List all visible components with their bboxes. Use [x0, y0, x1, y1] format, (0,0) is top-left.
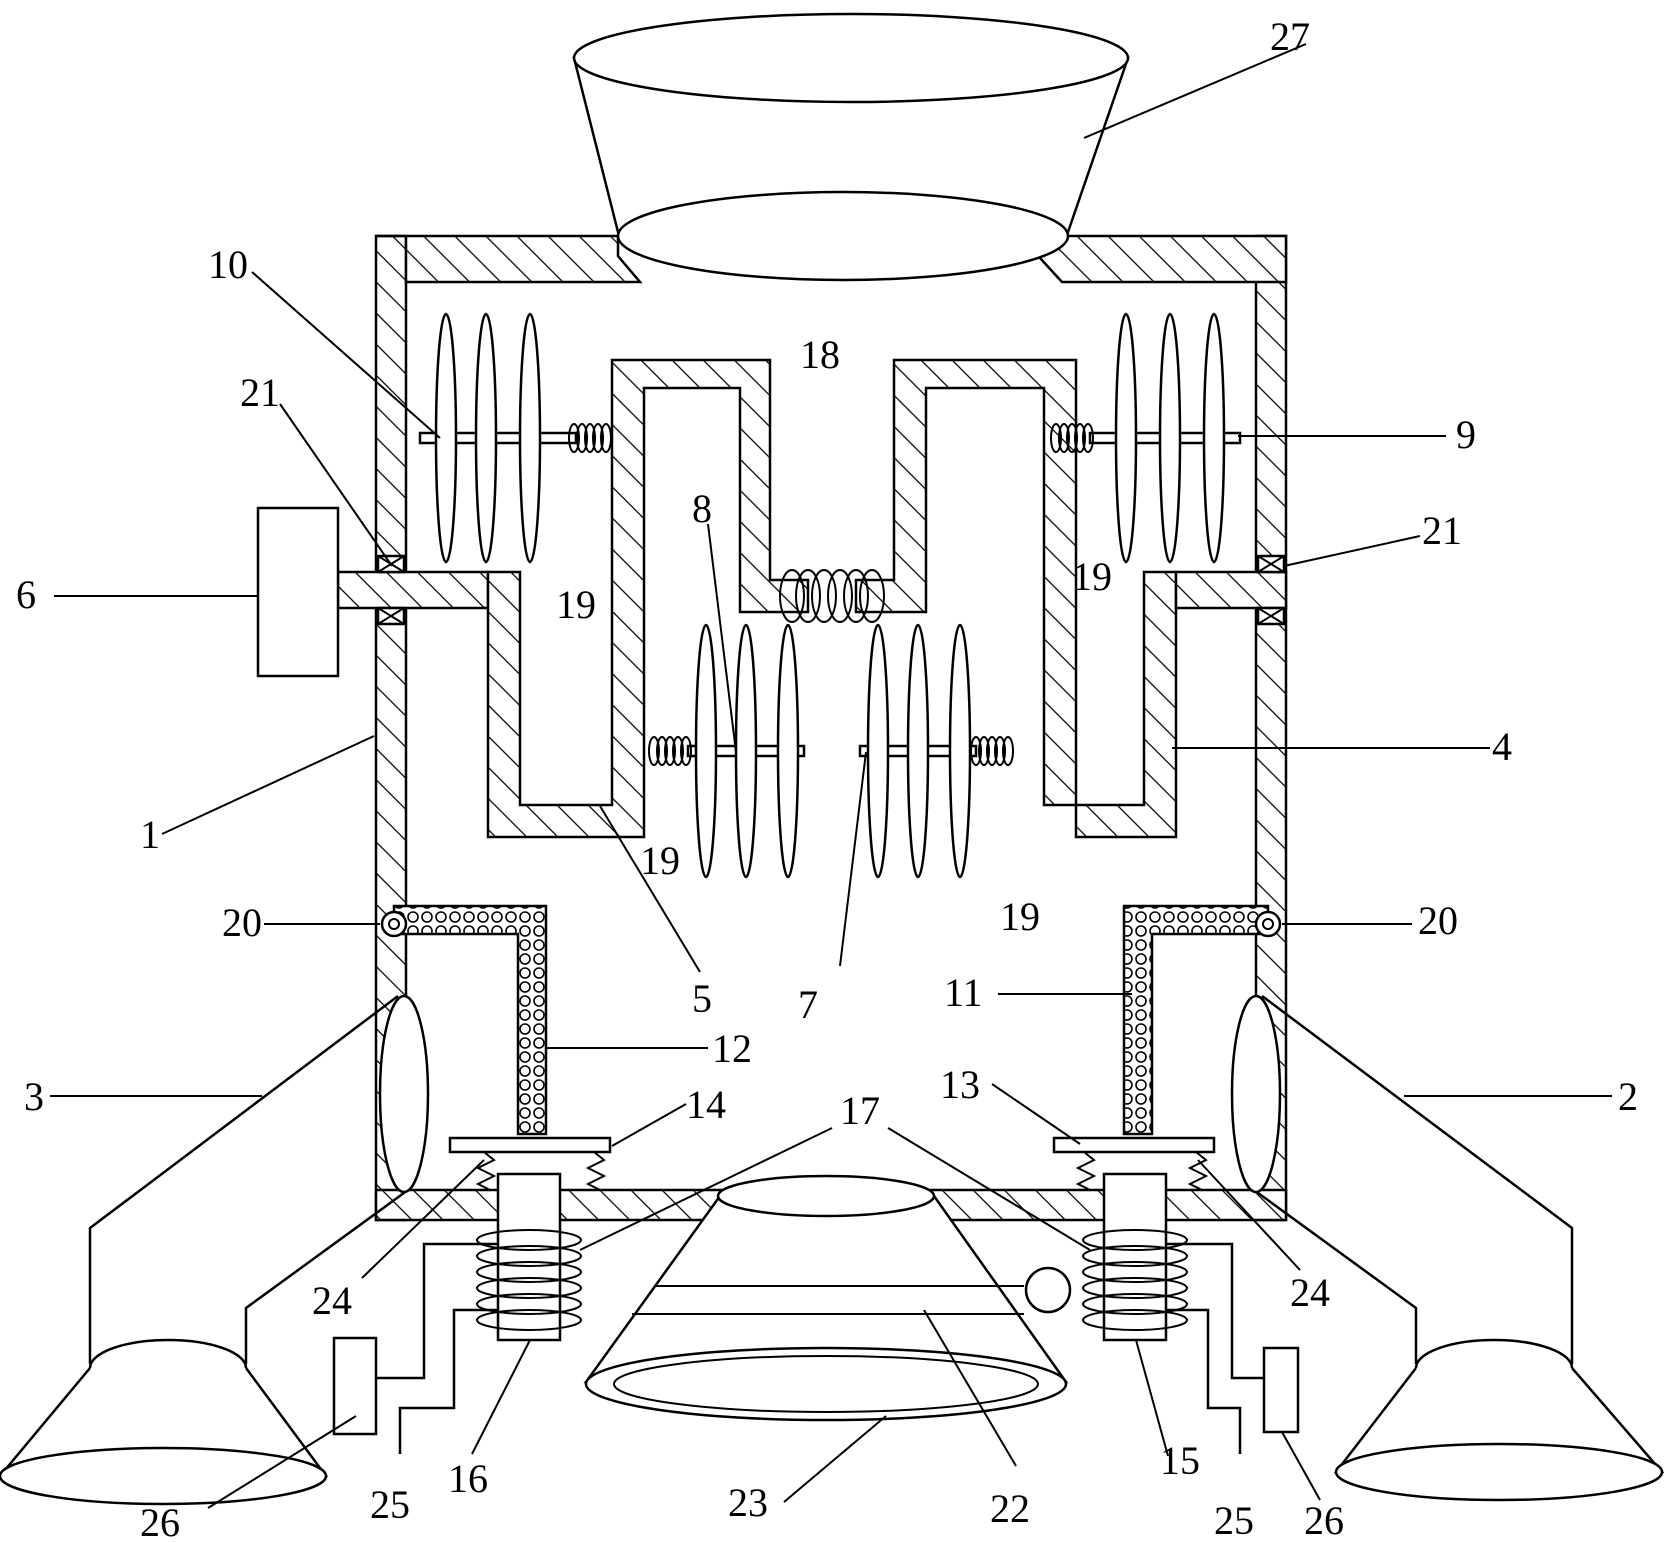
- spring-18: [779, 569, 885, 623]
- label-22: 22: [990, 1486, 1030, 1531]
- label-19-tr: 19: [1072, 554, 1112, 599]
- label-3: 3: [24, 1074, 44, 1119]
- blade-set-10: [418, 312, 612, 564]
- outlet-22: [583, 1174, 1072, 1422]
- label-8: 8: [692, 486, 712, 531]
- duct-2: [1230, 994, 1664, 1502]
- wire-25-left: [332, 1242, 498, 1454]
- label-11: 11: [944, 970, 983, 1015]
- label-19-tl: 19: [556, 582, 596, 627]
- coil-17-left: [476, 1229, 582, 1331]
- label-19-ml: 19: [640, 838, 680, 883]
- label-13: 13: [940, 1062, 980, 1107]
- label-1: 1: [140, 812, 160, 857]
- label-21-left: 21: [240, 370, 280, 415]
- label-6: 6: [16, 572, 36, 617]
- blade-set-9: [1050, 312, 1242, 564]
- crankshaft: [336, 358, 1288, 839]
- screen-11: [1122, 904, 1282, 1136]
- plate-13: [1052, 1136, 1216, 1154]
- hopper-27: [572, 12, 1130, 282]
- label-24-left: 24: [312, 1278, 352, 1323]
- duct-3: [0, 994, 430, 1506]
- label-10: 10: [208, 242, 248, 287]
- plate-14: [448, 1136, 612, 1154]
- label-17: 17: [840, 1088, 880, 1133]
- spring-24-left: [475, 1151, 607, 1191]
- label-5: 5: [692, 976, 712, 1021]
- coil-17-right: [1082, 1229, 1188, 1331]
- label-2: 2: [1618, 1074, 1638, 1119]
- label-25-left: 25: [370, 1482, 410, 1527]
- label-25-right: 25: [1214, 1498, 1254, 1543]
- blade-set-7: [858, 623, 1014, 879]
- wire-25-right: [1166, 1242, 1300, 1454]
- label-23: 23: [728, 1480, 768, 1525]
- piston-15: [1102, 1172, 1168, 1342]
- label-16: 16: [448, 1456, 488, 1501]
- blade-set-8: [648, 623, 806, 879]
- spring-24-right: [1075, 1151, 1209, 1191]
- bearing-21-right: [1256, 554, 1286, 626]
- label-12: 12: [712, 1026, 752, 1071]
- leader-lines: [50, 43, 1612, 1509]
- motor-6: [256, 506, 340, 678]
- label-21-right: 21: [1422, 508, 1462, 553]
- label-20-left: 20: [222, 900, 262, 945]
- screen-12: [380, 904, 548, 1136]
- label-15: 15: [1160, 1438, 1200, 1483]
- label-7: 7: [798, 982, 818, 1027]
- label-27: 27: [1270, 14, 1310, 59]
- label-9: 9: [1456, 412, 1476, 457]
- piston-16: [496, 1172, 562, 1342]
- label-18: 18: [800, 332, 840, 377]
- label-4: 4: [1492, 724, 1512, 769]
- label-14: 14: [686, 1082, 726, 1127]
- label-19-mr: 19: [1000, 894, 1040, 939]
- label-26-left: 26: [140, 1500, 180, 1543]
- label-20-right: 20: [1418, 898, 1458, 943]
- label-26-right: 26: [1304, 1498, 1344, 1543]
- labels: 27 10 18 21 9 8 21 19 6 19 4 1 19 19 20 …: [16, 14, 1638, 1543]
- label-24-right: 24: [1290, 1270, 1330, 1315]
